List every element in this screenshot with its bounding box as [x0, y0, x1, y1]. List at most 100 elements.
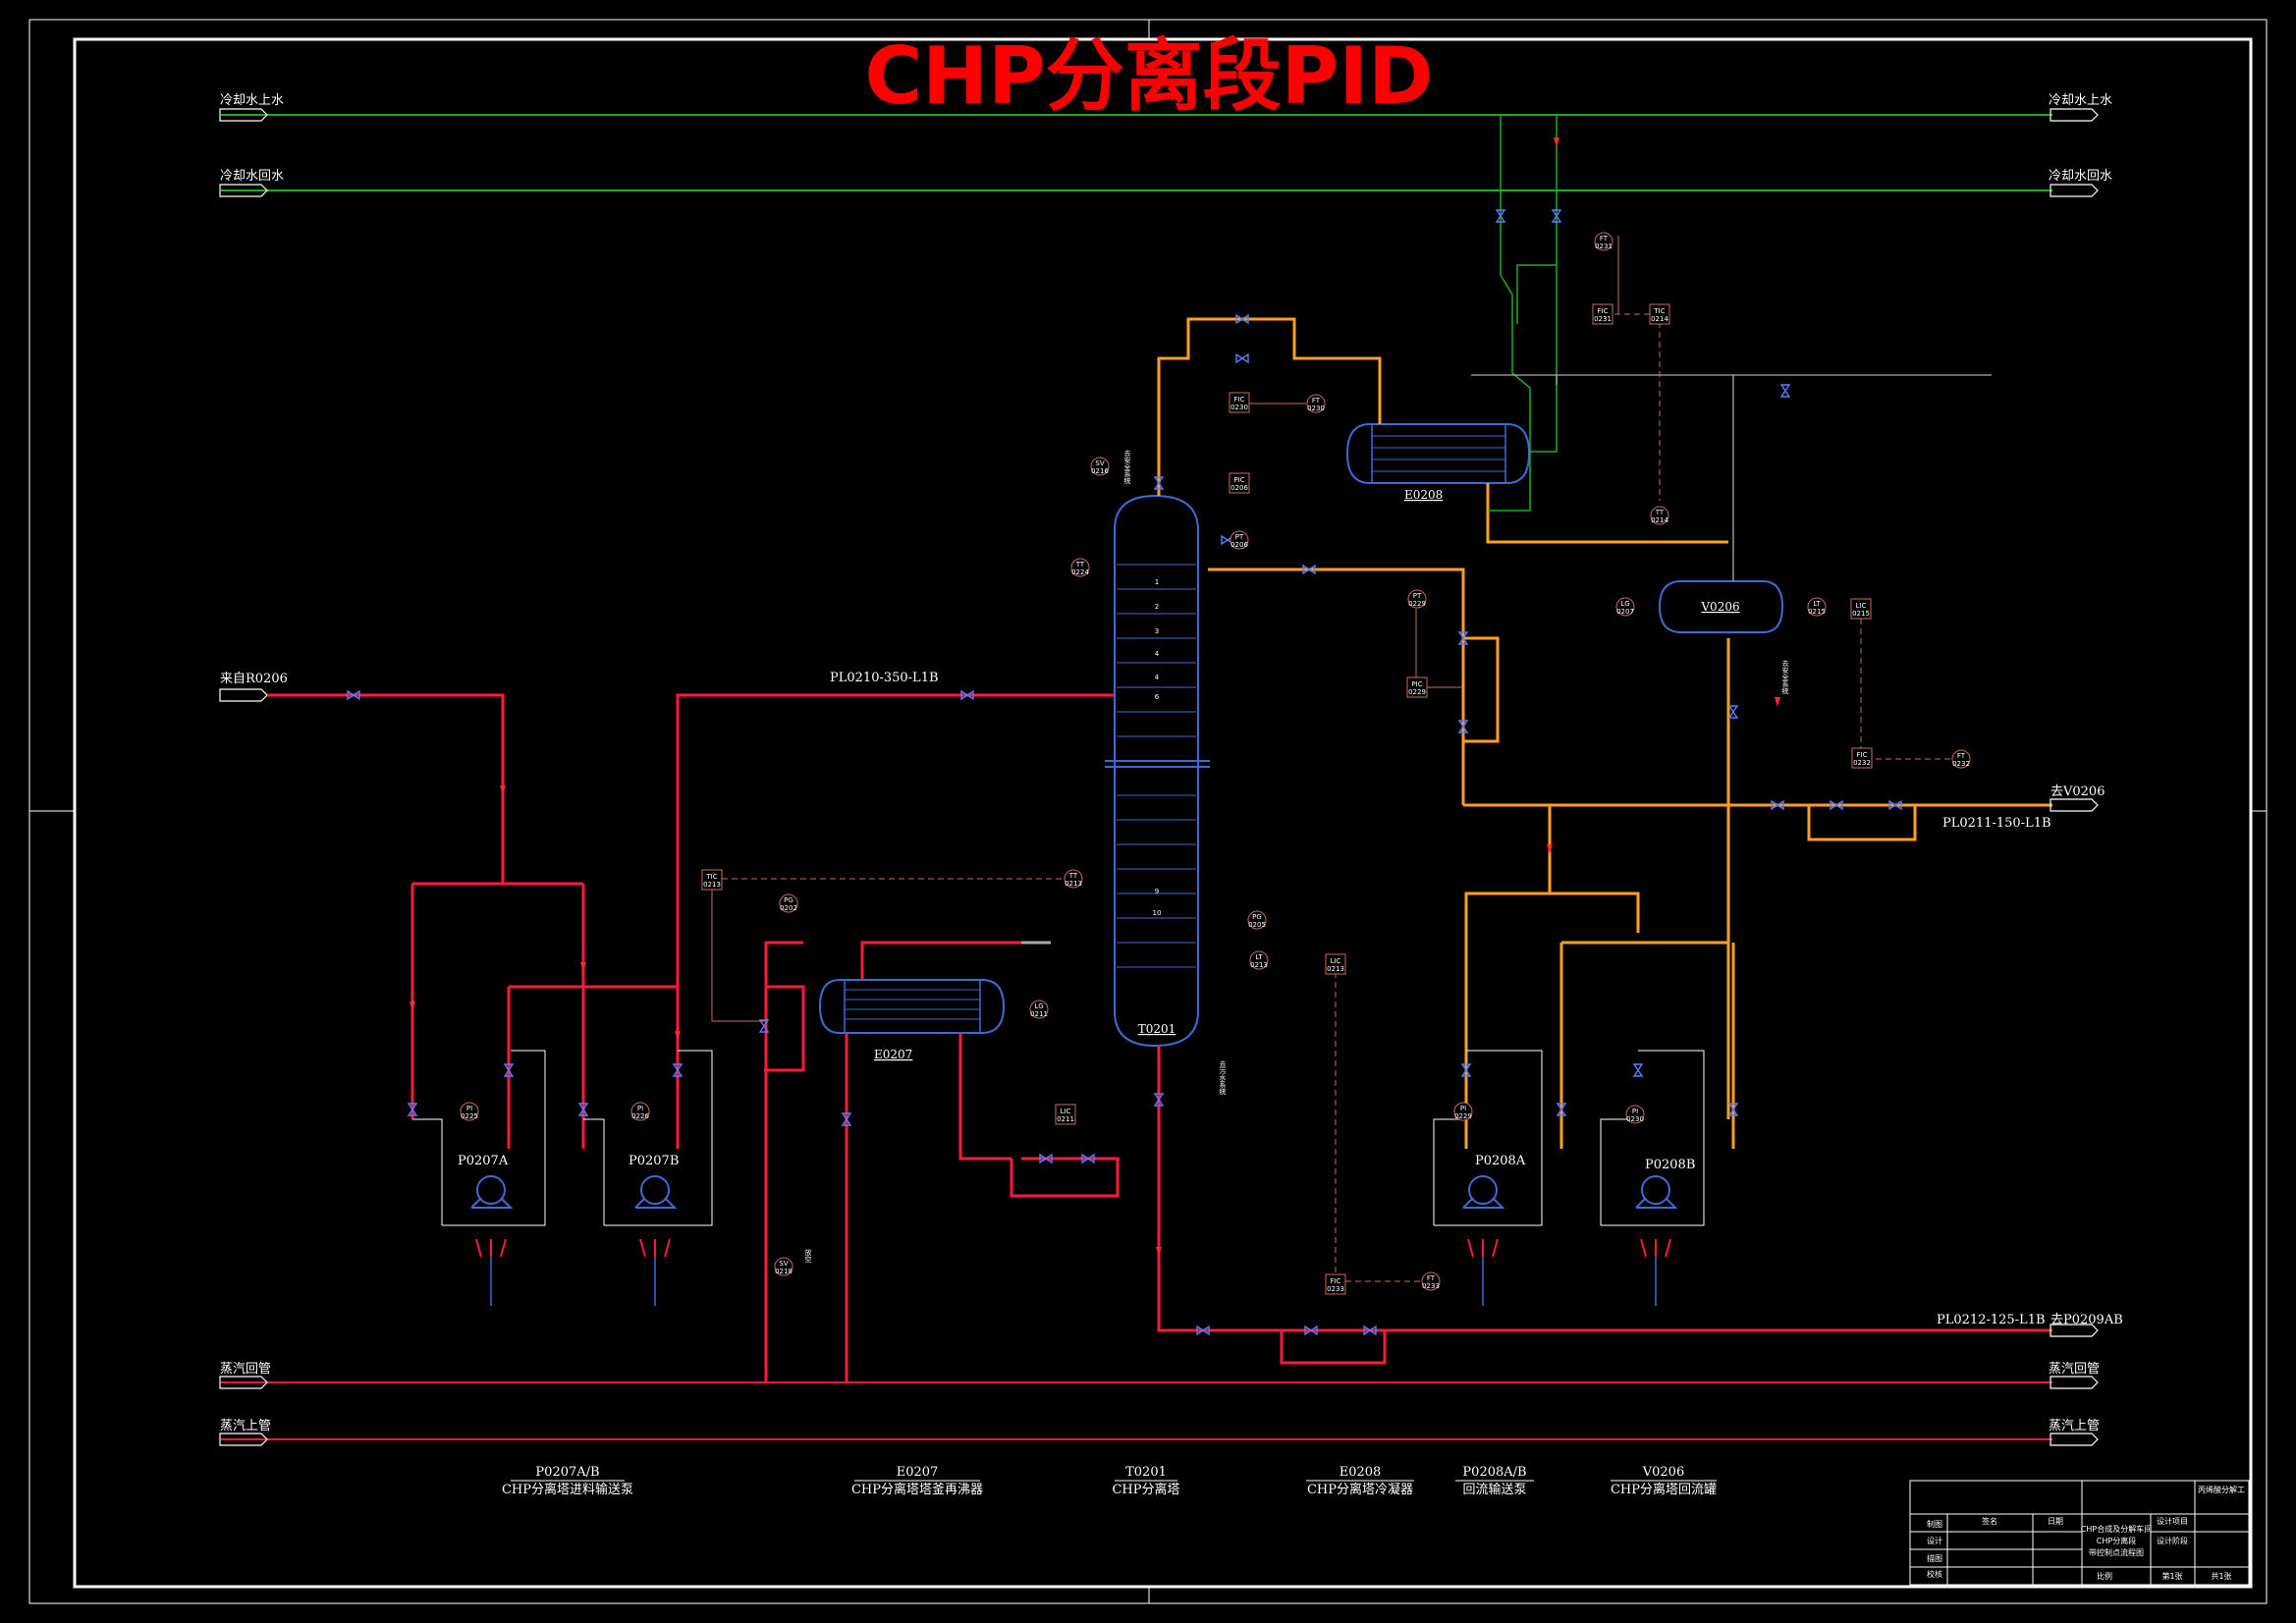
- instrument-bubbles: [460, 232, 1971, 1295]
- fic0231-no: 0231: [1594, 315, 1612, 323]
- ft0230-no: 0230: [1307, 405, 1325, 412]
- pi0225-no: 0225: [461, 1112, 478, 1120]
- steam-supply-label-right: 蒸汽上管: [2049, 1419, 2100, 1434]
- to-p0209ab-label: 去P0209AB: [2050, 1313, 2123, 1327]
- tt0213-no: 0213: [1065, 880, 1082, 888]
- legend-tag: E0207: [897, 1465, 939, 1480]
- legend-desc: CHP分离塔: [1112, 1482, 1179, 1497]
- tray-label: 6: [1155, 693, 1160, 701]
- legend-tag: V0206: [1642, 1465, 1684, 1480]
- cw-supply-label-left: 冷却水上水: [220, 93, 284, 108]
- lg0207-fn: LG: [1620, 600, 1629, 608]
- tb-scale: 比例: [2097, 1571, 2112, 1581]
- lg0211-fn: LG: [1034, 1002, 1043, 1010]
- ft0232-no: 0232: [1952, 760, 1970, 768]
- pt0206-fn: PT: [1235, 533, 1244, 541]
- pg0202-fn: PG: [784, 896, 793, 904]
- tic0214-no: 0214: [1651, 315, 1668, 323]
- tb-row: 校核: [1927, 1569, 1942, 1579]
- lic0215-no: 0215: [1852, 610, 1870, 618]
- flow-arrows: [410, 137, 1780, 1257]
- lic0213-no: 0213: [1327, 965, 1344, 973]
- cw-supply-label-right: 冷却水上水: [2049, 93, 2112, 108]
- ft0230-fn: FT: [1312, 397, 1321, 405]
- tt0214-fn: TT: [1655, 509, 1665, 516]
- pt0206-no: 0206: [1230, 541, 1248, 549]
- legend-desc: CHP分离塔回流罐: [1611, 1482, 1717, 1497]
- tb-drawing-line3: 带控制点流程图: [2089, 1547, 2144, 1557]
- fic0230-fn: FIC: [1234, 396, 1245, 404]
- pg0205-fn: PG: [1252, 913, 1262, 921]
- tt0213-fn: TT: [1068, 872, 1078, 880]
- ft0231-fn: FT: [1600, 235, 1609, 243]
- pic0206-fn: PIC: [1233, 476, 1244, 484]
- pic0229-no: 0229: [1408, 688, 1426, 696]
- legend-tag: T0201: [1125, 1465, 1167, 1480]
- lt0215-no: 0215: [1808, 608, 1826, 616]
- impulse-lines: [711, 236, 1619, 1022]
- tic0214-fn: TIC: [1653, 307, 1665, 315]
- pt0229-fn: PT: [1413, 592, 1422, 600]
- fic0232-fn: FIC: [1857, 751, 1868, 759]
- lic0211-fn: LIC: [1061, 1108, 1071, 1115]
- p0207a-tag: P0207A: [458, 1154, 509, 1168]
- tic0213-fn: TIC: [705, 873, 717, 881]
- steam-supply-label-left: 蒸汽上管: [220, 1419, 271, 1434]
- drawing-title: CHP分离段PID: [864, 30, 1433, 122]
- reflux-drum-v0206: V0206: [1658, 580, 1784, 633]
- lt0213-no: 0213: [1250, 961, 1268, 969]
- p0208b-tag: P0208B: [1645, 1158, 1695, 1172]
- tic0213-no: 0213: [703, 881, 721, 889]
- lg0207-no: 0207: [1616, 608, 1634, 616]
- tb-drawing-line1: CHP合成及分解车间: [2081, 1524, 2152, 1534]
- cooling-water-headers: 冷却水上水 冷却水回水 冷却水上水 冷却水回水: [219, 93, 2112, 197]
- lt0215-fn: LT: [1813, 600, 1821, 608]
- pi0226-no: 0226: [631, 1112, 649, 1120]
- e0208-tag: E0208: [1404, 488, 1443, 502]
- tb-row: 制图: [1927, 1519, 1942, 1529]
- waste-note: 去污水系统: [1219, 1059, 1227, 1096]
- tt0214-no: 0214: [1651, 516, 1668, 524]
- line-pl0212-label: PL0212-125-L1B: [1937, 1313, 2046, 1327]
- pi0226-fn: PI: [637, 1105, 643, 1112]
- tb-col: 签名: [1982, 1516, 1997, 1526]
- legend-desc: CHP分离塔塔釜再沸器: [851, 1482, 983, 1497]
- outlet-arrows: [2050, 798, 2099, 1337]
- lic0215-fn: LIC: [1856, 602, 1867, 610]
- legend-desc: 回流输送泵: [1462, 1482, 1526, 1497]
- title-block: [1909, 1480, 2250, 1586]
- vent-note: 放空: [804, 1248, 812, 1263]
- legend-desc: CHP分离塔进料输送泵: [502, 1482, 633, 1497]
- equipment-legend: P0207A/B CHP分离塔进料输送泵 E0207 CHP分离塔塔釜再沸器 T…: [502, 1465, 1717, 1497]
- tb-stage: 设计阶段: [2157, 1536, 2188, 1545]
- to-v0206-label: 去V0206: [2050, 784, 2105, 799]
- pic0229-fn: PIC: [1411, 680, 1422, 688]
- fic0231-fn: FIC: [1598, 307, 1609, 315]
- tb-project: 设计项目: [2157, 1516, 2188, 1526]
- legend-tag: P0208A/B: [1462, 1465, 1526, 1480]
- pumps: [470, 1175, 1678, 1209]
- feed-lines: [219, 688, 1115, 1149]
- vent-header: [1471, 374, 1992, 581]
- legend-desc: CHP分离塔冷凝器: [1307, 1482, 1413, 1497]
- tray-label: 10: [1153, 909, 1162, 917]
- tb-col: 日期: [2048, 1517, 2063, 1526]
- title-block-text: 丙烯酸分解工 制图 设计 描图 校核 签名 日期 CHP合成及分解车间 CHP分…: [1927, 1485, 2245, 1581]
- legend-tag: P0207A/B: [535, 1465, 599, 1480]
- tt0224-no: 0224: [1071, 568, 1089, 576]
- line-pl0211-label: PL0211-150-L1B: [1942, 816, 2051, 831]
- pt0229-no: 0229: [1408, 600, 1426, 608]
- cw-return-label-right: 冷却水回水: [2049, 169, 2112, 184]
- signal-lines: [712, 312, 1954, 1282]
- pi0230-fn: PI: [1632, 1108, 1638, 1115]
- drawing-frame: [28, 19, 2268, 1604]
- reboiler-e0207: E0207: [818, 979, 1006, 1061]
- sv0216-no: 0216: [1091, 467, 1109, 475]
- pi0225-fn: PI: [466, 1105, 472, 1112]
- sv0218-no: 0218: [775, 1268, 793, 1275]
- e0207-tag: E0207: [874, 1048, 912, 1061]
- tray-label: 4: [1155, 674, 1160, 681]
- tb-row: 设计: [1927, 1536, 1942, 1545]
- ft0233-fn: FT: [1427, 1274, 1436, 1282]
